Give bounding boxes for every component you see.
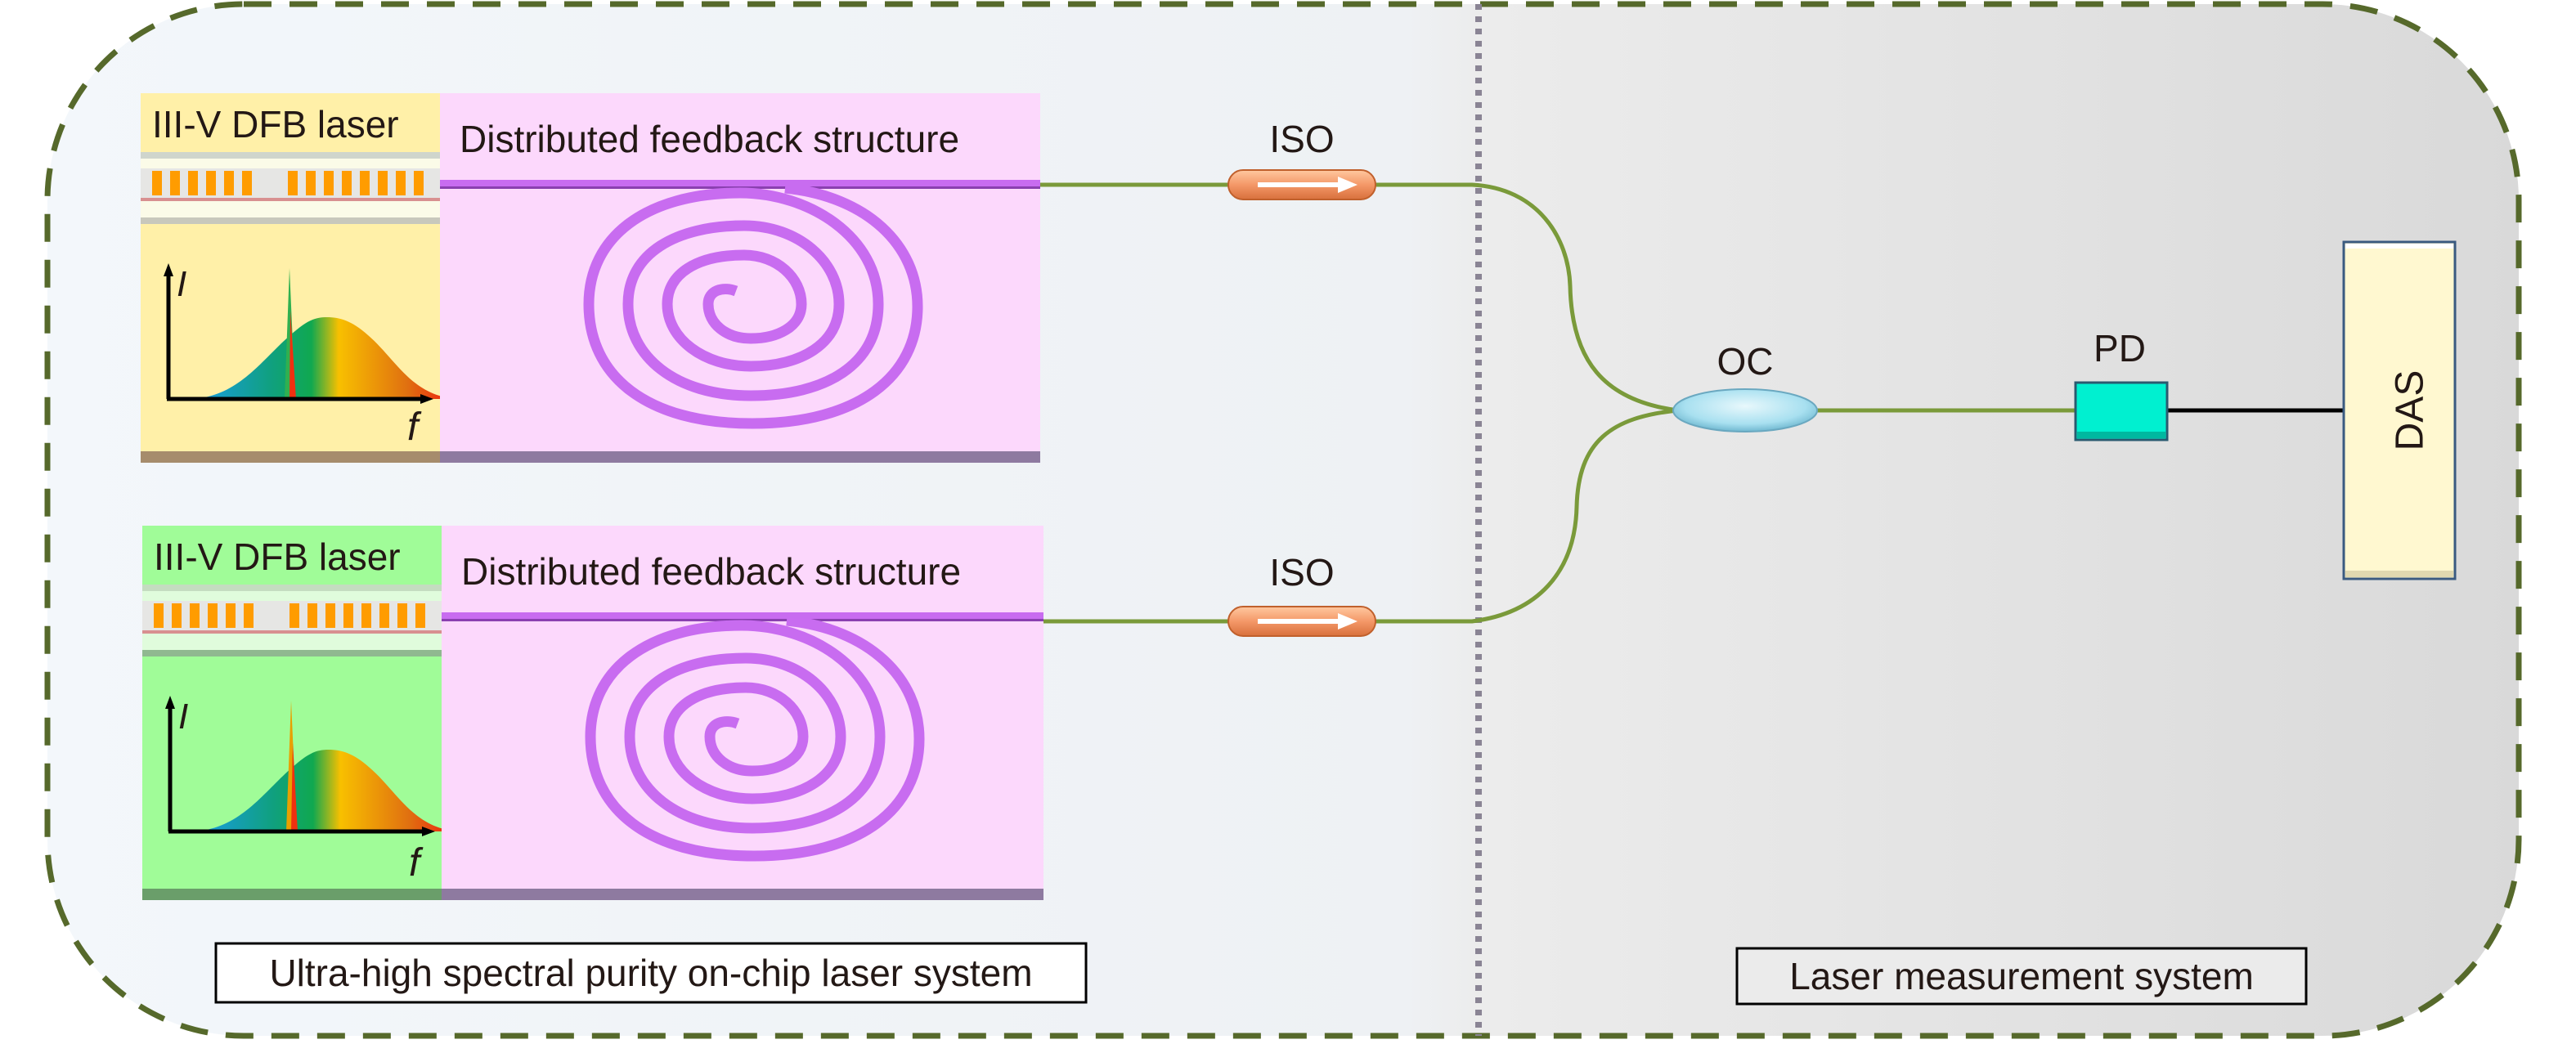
bus-waveguide [442, 612, 1043, 621]
laser-module-2: III-V DFB laser I f [142, 526, 1043, 900]
right-section-title: Laser measurement system [1789, 955, 2254, 997]
spectrum-plot: I f [164, 263, 462, 449]
dfb-structure-chip [442, 526, 1043, 900]
das-label: DAS [2389, 370, 2432, 451]
spectrum-plot: I f [165, 696, 464, 885]
spiral-waveguide [585, 615, 925, 862]
gain-spectrum [188, 317, 462, 399]
photodetector: PD [2074, 327, 2169, 441]
dfb-structure-label: Distributed feedback structure [461, 550, 961, 593]
dfb-grating [141, 152, 440, 224]
dfb-grating [142, 585, 442, 656]
spiral-waveguide [583, 182, 923, 429]
fiber-links [1040, 182, 2077, 624]
gain-spectrum [190, 750, 464, 831]
optical-coupler: OC [1672, 340, 1818, 432]
photodetector-label: PD [2094, 327, 2146, 370]
coupler-label: OC [1717, 340, 1774, 383]
isolator-2: ISO [1227, 551, 1376, 637]
dfb-laser-label: III-V DFB laser [152, 103, 399, 146]
dfb-structure-chip [440, 93, 1040, 463]
isolator-label: ISO [1269, 551, 1334, 594]
fiber-1 [1040, 182, 1679, 413]
isolator-label: ISO [1269, 118, 1334, 160]
dfb-structure-label: Distributed feedback structure [460, 118, 959, 160]
left-section-title-box: Ultra-high spectral purity on-chip laser… [214, 942, 1088, 1004]
data-acquisition-system: DAS [2342, 240, 2457, 580]
fiber-2 [1043, 408, 1679, 624]
left-section-title: Ultra-high spectral purity on-chip laser… [269, 952, 1032, 994]
laser-module-1: III-V DFB laser I f [141, 93, 1040, 463]
isolator-1: ISO [1227, 118, 1376, 200]
y-axis-label: I [178, 697, 188, 737]
right-section-title-box: Laser measurement system [1735, 947, 2308, 1006]
dfb-laser-label: III-V DFB laser [154, 535, 401, 578]
y-axis-label: I [177, 264, 186, 304]
bus-waveguide [440, 180, 1040, 188]
